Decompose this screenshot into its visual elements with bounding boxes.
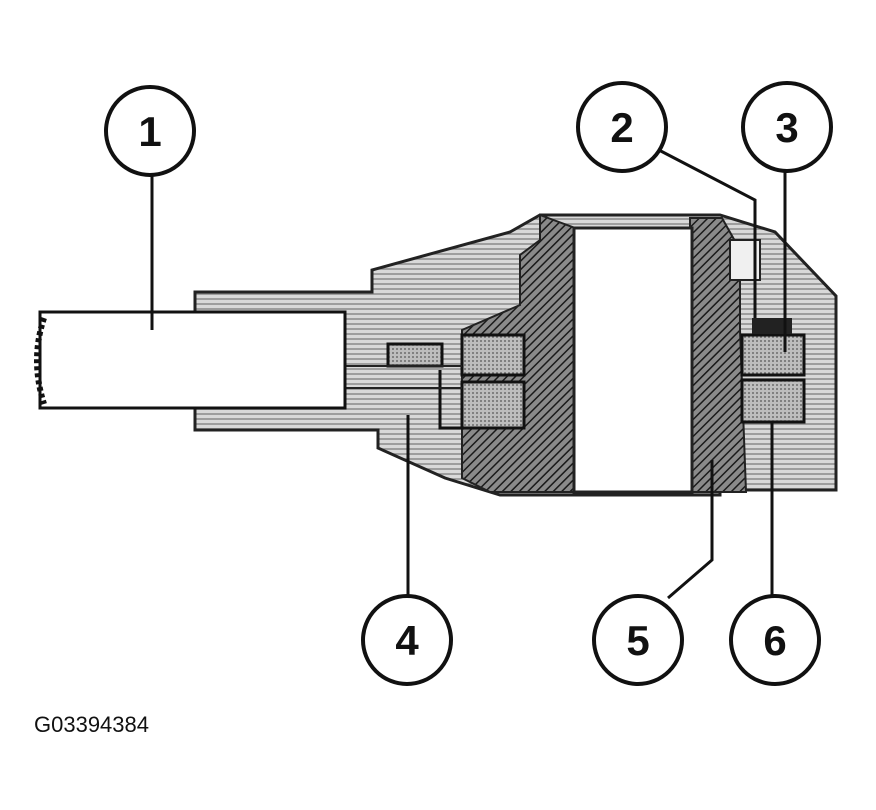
leader-lines <box>150 146 787 600</box>
inner-blocks <box>345 333 526 430</box>
contact-block <box>729 239 806 424</box>
callout-6: 6 <box>729 594 821 686</box>
svg-text:3: 3 <box>775 104 798 151</box>
svg-text:4: 4 <box>395 617 419 664</box>
leader-line-5 <box>667 460 714 600</box>
svg-text:1: 1 <box>138 108 161 155</box>
svg-text:5: 5 <box>626 617 649 664</box>
figure-id: G03394384 <box>34 712 149 737</box>
callout-3: 3 <box>741 81 833 173</box>
callout-2: 2 <box>576 81 668 173</box>
leader-line-2 <box>654 146 757 318</box>
sensor-rod <box>34 310 347 410</box>
svg-text:2: 2 <box>610 104 633 151</box>
callout-1: 1 <box>104 85 196 177</box>
callout-4: 4 <box>361 594 453 686</box>
svg-text:6: 6 <box>763 617 786 664</box>
central-bore <box>572 226 694 494</box>
callout-5: 5 <box>592 594 684 686</box>
